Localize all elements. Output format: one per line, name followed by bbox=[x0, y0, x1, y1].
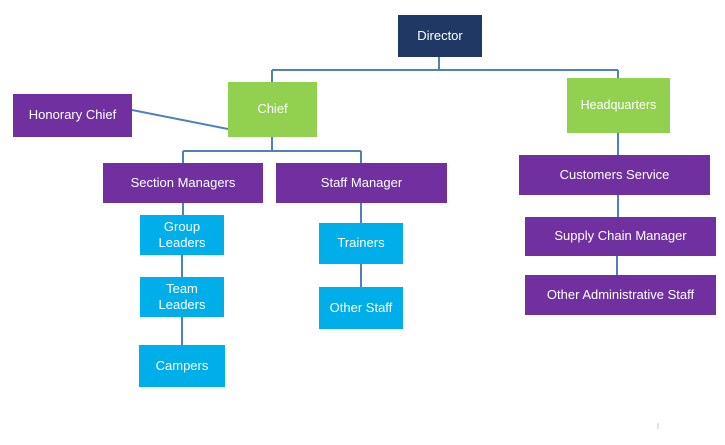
stray-mark bbox=[657, 423, 659, 429]
node-staff-manager: Staff Manager bbox=[276, 163, 447, 203]
node-headquarters: Headquarters bbox=[567, 78, 670, 133]
node-trainers: Trainers bbox=[319, 223, 403, 264]
node-other-administrative-staff: Other Administrative Staff bbox=[525, 275, 716, 315]
node-supply-chain-manager: Supply Chain Manager bbox=[525, 217, 716, 256]
node-other-staff: Other Staff bbox=[319, 287, 403, 329]
node-honorary-chief: Honorary Chief bbox=[13, 94, 132, 137]
node-group-leaders: Group Leaders bbox=[140, 215, 224, 255]
node-director: Director bbox=[398, 15, 482, 57]
node-campers: Campers bbox=[139, 345, 225, 387]
node-customers-service: Customers Service bbox=[519, 155, 710, 195]
node-section-managers: Section Managers bbox=[103, 163, 263, 203]
connector-honorary-chief bbox=[131, 109, 229, 130]
connector-chief-children bbox=[182, 137, 362, 163]
node-chief: Chief bbox=[228, 82, 317, 137]
node-team-leaders: Team Leaders bbox=[140, 277, 224, 317]
